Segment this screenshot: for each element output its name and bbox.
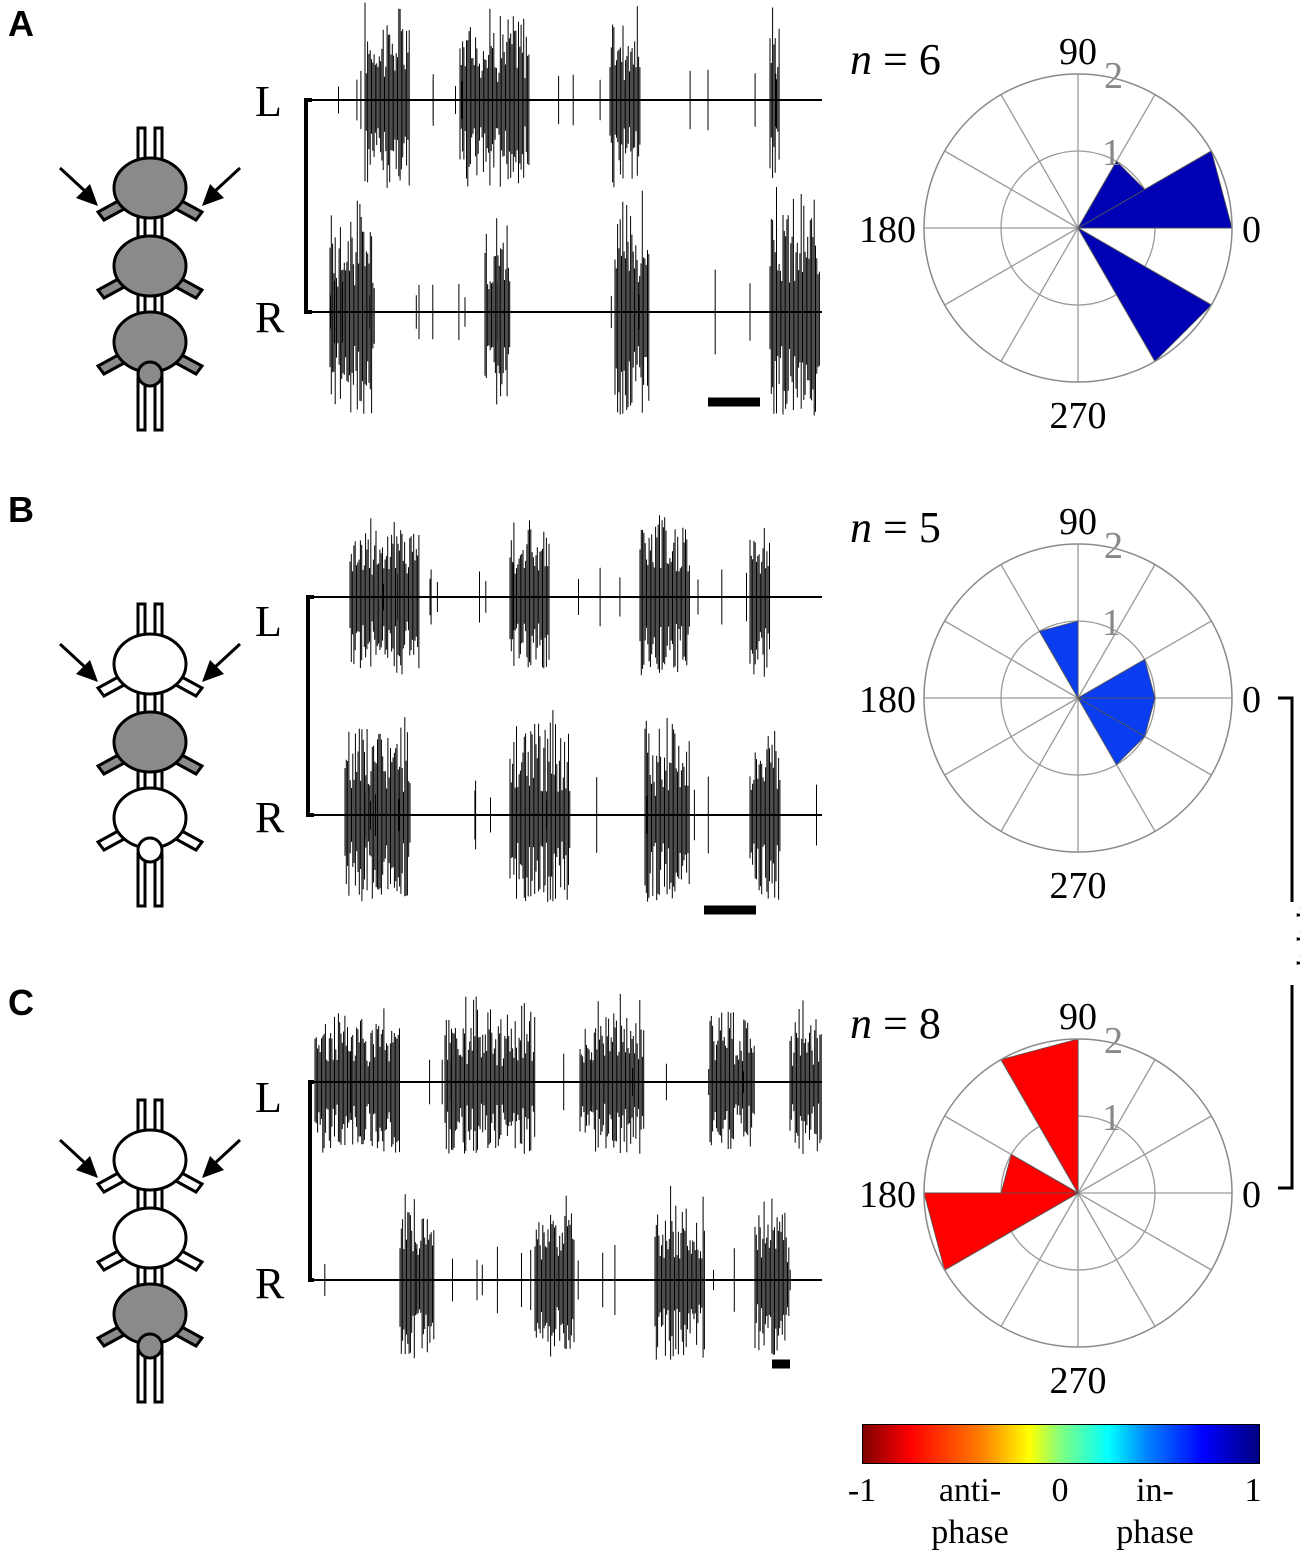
stimulation-arrow-left-icon [58,166,98,206]
angle-label-0: 0 [1242,679,1261,721]
angle-label-270: 270 [1050,1360,1107,1402]
angle-label-90: 90 [1059,996,1097,1038]
polar-bar-2 [923,1192,1080,1271]
polar-bars [923,1038,1080,1271]
ganglion-1 [95,156,205,222]
panel-letter-a: A [8,3,34,44]
trace-l [314,515,822,677]
angle-label-0: 0 [1242,1174,1261,1216]
ring-label-2: 2 [1104,1020,1123,1062]
polar-bars [1038,620,1156,766]
colorbar-tick-zero: 0 [1051,1472,1069,1509]
panel-letter-c: C [8,982,34,1023]
recording-traces-b [306,515,822,915]
ring-label-2: 2 [1104,55,1123,97]
schematic-panel-b [58,602,242,908]
trace-connector [304,98,312,314]
ganglion-1 [95,1128,205,1194]
polar-bar-3 [1076,226,1213,363]
colorbar-in-label-bottom: phase [1116,1514,1194,1551]
trace-label-right-c: R [255,1259,285,1308]
trace-label-left-c: L [255,1073,282,1122]
trace-r [314,710,822,902]
stimulation-arrow-right-icon [202,166,242,206]
ring-label-1: 1 [1102,132,1121,174]
trace-r [312,187,822,416]
angle-label-180: 180 [859,1174,916,1216]
polar-bar-3 [1076,696,1146,766]
angle-label-270: 270 [1050,395,1107,437]
recording-traces-a [304,2,822,416]
trace-label-left-a: L [255,77,282,126]
ganglion-2 [95,234,205,300]
colorbar [862,1424,1260,1464]
polar-histogram-c: 90 270 180 0 1 2 [859,996,1261,1402]
polar-histogram-a: 90 270 180 0 1 2 [859,31,1261,437]
polar-bar-0 [1038,620,1079,700]
polar-outer-ring [923,1038,1233,1348]
trace-connector [306,595,314,817]
angle-label-90: 90 [1059,31,1097,73]
trace-r [314,1185,822,1360]
recording-traces-c [308,993,822,1369]
ganglion-3 [95,1282,205,1360]
ring-label-1: 1 [1102,1097,1121,1139]
angle-label-270: 270 [1050,865,1107,907]
trace-l [314,993,822,1154]
colorbar-in-label-top: in- [1136,1472,1174,1509]
stimulation-arrow-left-icon [58,642,98,682]
colorbar-tick-one: 1 [1244,1472,1262,1509]
sample-size-a: n = 6 [850,35,941,84]
trace-label-right-a: R [255,293,285,342]
significance-stars: *** [1274,904,1300,976]
sample-size-c: n = 8 [850,999,941,1048]
colorbar-anti-label-top: anti- [938,1472,1002,1509]
polar-outer-ring [923,543,1233,853]
schematic-panel-c [58,1098,242,1404]
stimulation-arrow-right-icon [202,642,242,682]
trace-l [312,2,822,188]
colorbar-anti-label-bottom: phase [931,1514,1009,1551]
schematic-panel-a [58,126,242,432]
angle-label-90: 90 [1059,501,1097,543]
ganglion-3 [95,786,205,864]
angle-label-180: 180 [859,679,916,721]
ring-label-2: 2 [1104,525,1123,567]
trace-connector [308,1080,314,1282]
significance-bracket [1278,696,1294,1190]
polar-bar-1 [1076,160,1146,230]
stimulation-arrow-right-icon [202,1138,242,1178]
ring-label-1: 1 [1102,602,1121,644]
polar-bar-0 [1000,1038,1079,1195]
ganglion-1 [95,632,205,698]
ganglion-3 [95,310,205,388]
polar-outer-ring [923,73,1233,383]
trace-label-left-b: L [255,597,282,646]
stimulation-arrow-left-icon [58,1138,98,1178]
sample-size-b: n = 5 [850,503,941,552]
angle-label-180: 180 [859,209,916,251]
angle-label-0: 0 [1242,209,1261,251]
colorbar-tick-minus-one: -1 [847,1472,877,1509]
panel-letter-b: B [8,489,34,530]
colorbar-gradient [863,1425,1259,1463]
polar-bars [1076,150,1233,363]
ganglion-2 [95,1206,205,1272]
trace-label-right-b: R [255,793,285,842]
ganglion-2 [95,710,205,776]
polar-histogram-b: 90 270 180 0 1 2 [859,501,1261,907]
